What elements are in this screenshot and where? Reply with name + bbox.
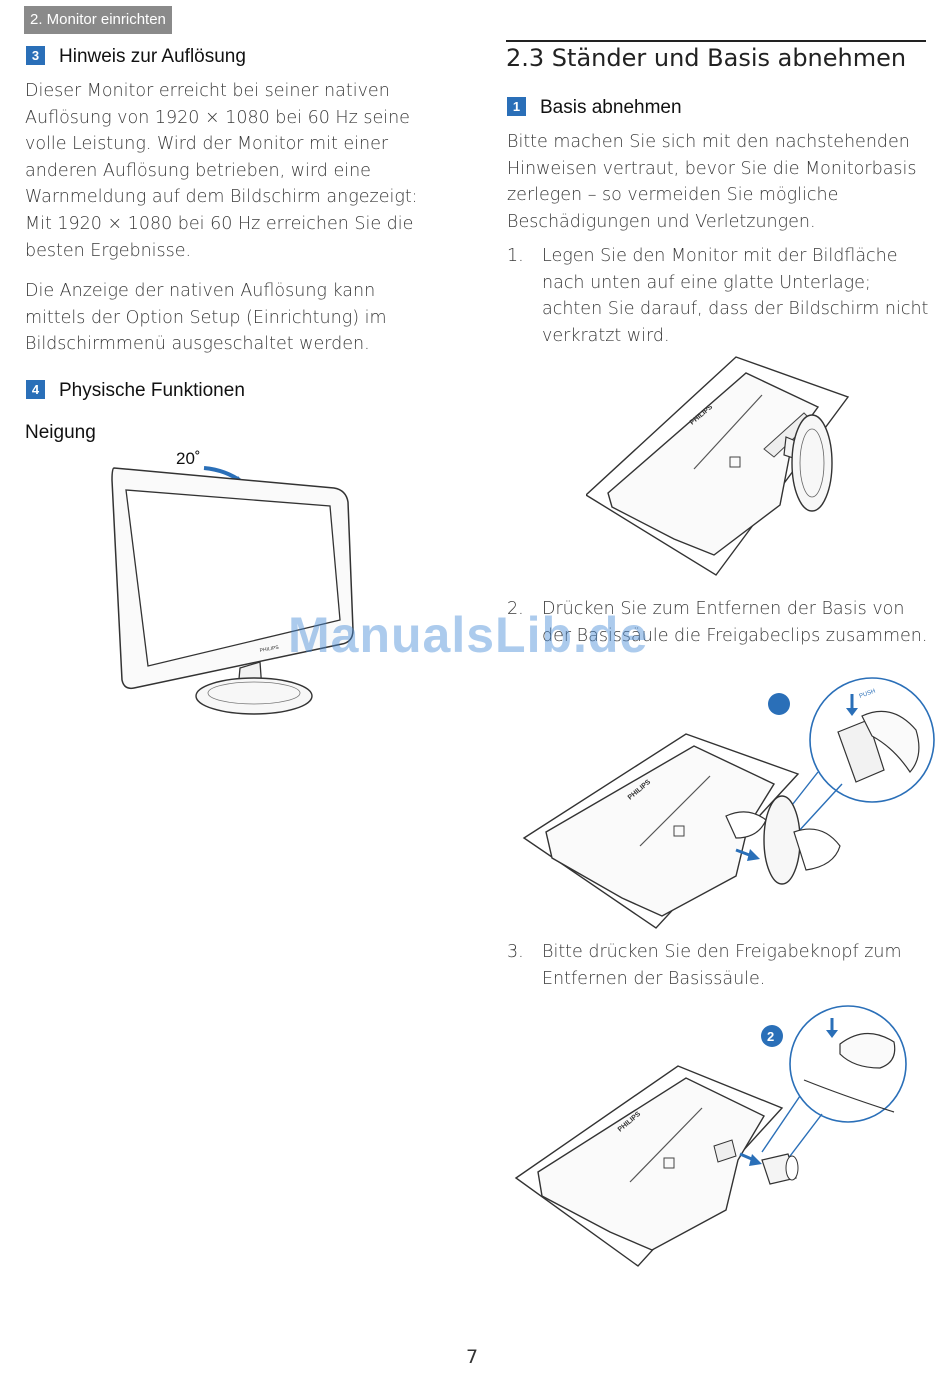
text-line: anderen Auflösung betrieben, wird eine: [25, 160, 371, 181]
stand-column-end: [785, 1155, 799, 1181]
hand-icon: [793, 828, 841, 871]
tilt-label: Neigung: [25, 422, 96, 443]
finger-icon: [839, 1032, 896, 1069]
step-3-text: Bitte drücken Sie den Freigabeknopf zum …: [542, 939, 932, 992]
pull-arrowhead-icon: [747, 849, 760, 861]
tilt-monitor-illustration: 20˚ -5 ˚ PHILIPS: [111, 449, 354, 715]
resolution-title: Hinweis zur Auflösung: [59, 46, 246, 67]
stand-mount: [713, 1139, 737, 1163]
release-button-surface: [803, 1079, 895, 1113]
tilt-back-angle: 20˚: [176, 449, 201, 468]
monitor-screen: [125, 489, 341, 667]
remove-base-intro: Bitte machen Sie sich mit den nachstehen…: [507, 129, 927, 235]
physical-heading: 4 Physische Funktionen: [26, 380, 245, 402]
section-number-badge: 1: [507, 97, 526, 116]
resolution-paragraph-2: Die Anzeige der nativen Auflösung kann m…: [25, 278, 445, 358]
text-line: Beschädigungen und Verletzungen.: [507, 211, 816, 232]
text-line: Bitte machen Sie sich mit den nachstehen…: [507, 132, 910, 152]
text-line: mittels der Option Setup (Einrichtung) i…: [25, 307, 387, 328]
step-2-text: Drücken Sie zum Entfernen der Basis von …: [542, 596, 932, 649]
text-line: Entfernen der Basissäule.: [542, 968, 766, 989]
connector-port: [673, 825, 685, 837]
connector-port: [729, 456, 741, 468]
stand-base-disc: [763, 795, 801, 885]
text-line: Mit 1920 × 1080 bei 60 Hz erreichen Sie …: [25, 213, 414, 234]
page-number: 7: [466, 1346, 479, 1368]
release-button-illustration: 2 PHILIPS: [514, 1005, 907, 1267]
zoom-leader-line: [783, 1113, 823, 1165]
step-number: 1.: [507, 246, 524, 266]
text-line: Die Anzeige der nativen Auflösung kann: [25, 281, 376, 301]
resolution-paragraph-1: Dieser Monitor erreicht bei seiner nativ…: [25, 78, 445, 264]
physical-title: Physische Funktionen: [59, 380, 245, 401]
pull-arrowhead-icon: [749, 1154, 762, 1166]
remove-base-title: Basis abnehmen: [540, 97, 682, 118]
monitor-brand-logo: PHILIPS: [259, 645, 280, 654]
section-number-badge: 3: [26, 46, 45, 65]
text-line: Drücken Sie zum Entfernen der Basis von: [542, 599, 905, 619]
monitor-base-rim: [207, 681, 301, 705]
text-line: Auflösung von 1920 × 1080 bei 60 Hz sein…: [25, 107, 410, 128]
release-clips-illustration: PUSH PHILIPS: [522, 677, 935, 929]
step-1-text: Legen Sie den Monitor mit der Bildfläche…: [542, 243, 932, 349]
connector-port: [663, 1157, 675, 1169]
press-arrowhead-icon: [826, 1030, 838, 1038]
text-line: Legen Sie den Monitor mit der Bildfläche: [542, 246, 898, 266]
monitor-back-groove: [693, 394, 763, 470]
monitor-back-groove: [639, 775, 711, 847]
monitor-back-panel: [607, 372, 820, 556]
monitor-back-groove: [629, 1107, 703, 1183]
section-number-badge: 4: [26, 380, 45, 399]
stand-base-rim: [799, 428, 825, 498]
text-line: Dieser Monitor erreicht bei seiner nativ…: [25, 81, 390, 101]
stand-base-disc: [791, 414, 833, 512]
text-line: achten Sie darauf, dass der Bildschirm n…: [542, 299, 929, 320]
callout-1-icon: [768, 693, 790, 715]
zoom-leader-line: [761, 1095, 801, 1153]
push-label: PUSH: [859, 689, 877, 700]
monitor-base: [195, 677, 313, 715]
monitor-face-down-illustration: PHILIPS: [586, 356, 850, 576]
text-line: zerlegen – so vermeiden Sie mögliche: [507, 185, 839, 206]
step-number: 3.: [507, 942, 524, 962]
text-line: verkratzt wird.: [542, 325, 670, 346]
text-line: Hinweisen vertraut, bevor Sie die Monito…: [507, 158, 917, 179]
push-arrowhead-icon: [846, 708, 858, 716]
text-line: Bitte drücken Sie den Freigabeknopf zum: [542, 942, 902, 962]
monitor-back-panel: [537, 1077, 765, 1251]
text-line: Bildschirmmenü ausgeschaltet werden.: [25, 334, 370, 355]
resolution-heading: 3 Hinweis zur Auflösung: [26, 46, 246, 68]
remove-base-heading: 1 Basis abnehmen: [507, 97, 682, 119]
text-line: volle Leistung. Wird der Monitor mit ein…: [25, 134, 389, 155]
page-section-heading: 2.3 Ständer und Basis abnehmen: [506, 40, 926, 72]
watermark: ManualsLib.de: [288, 607, 649, 663]
text-line: Warnmeldung auf dem Bildschirm angezeigt…: [25, 187, 418, 208]
step-number: 2.: [507, 599, 524, 619]
zoom-leader-line: [797, 783, 843, 833]
text-line: besten Ergebnisse.: [25, 240, 192, 261]
section-tab: 2. Monitor einrichten: [24, 6, 172, 34]
callout-2-icon: [761, 1025, 783, 1047]
text-line: der Basissäule die Freigabeclips zusamme…: [542, 625, 928, 646]
text-line: nach unten auf eine glatte Unterlage;: [542, 272, 871, 293]
monitor-back-panel: [545, 745, 776, 917]
callout-2-label: 2: [767, 1029, 774, 1044]
hand-icon: [861, 710, 920, 773]
